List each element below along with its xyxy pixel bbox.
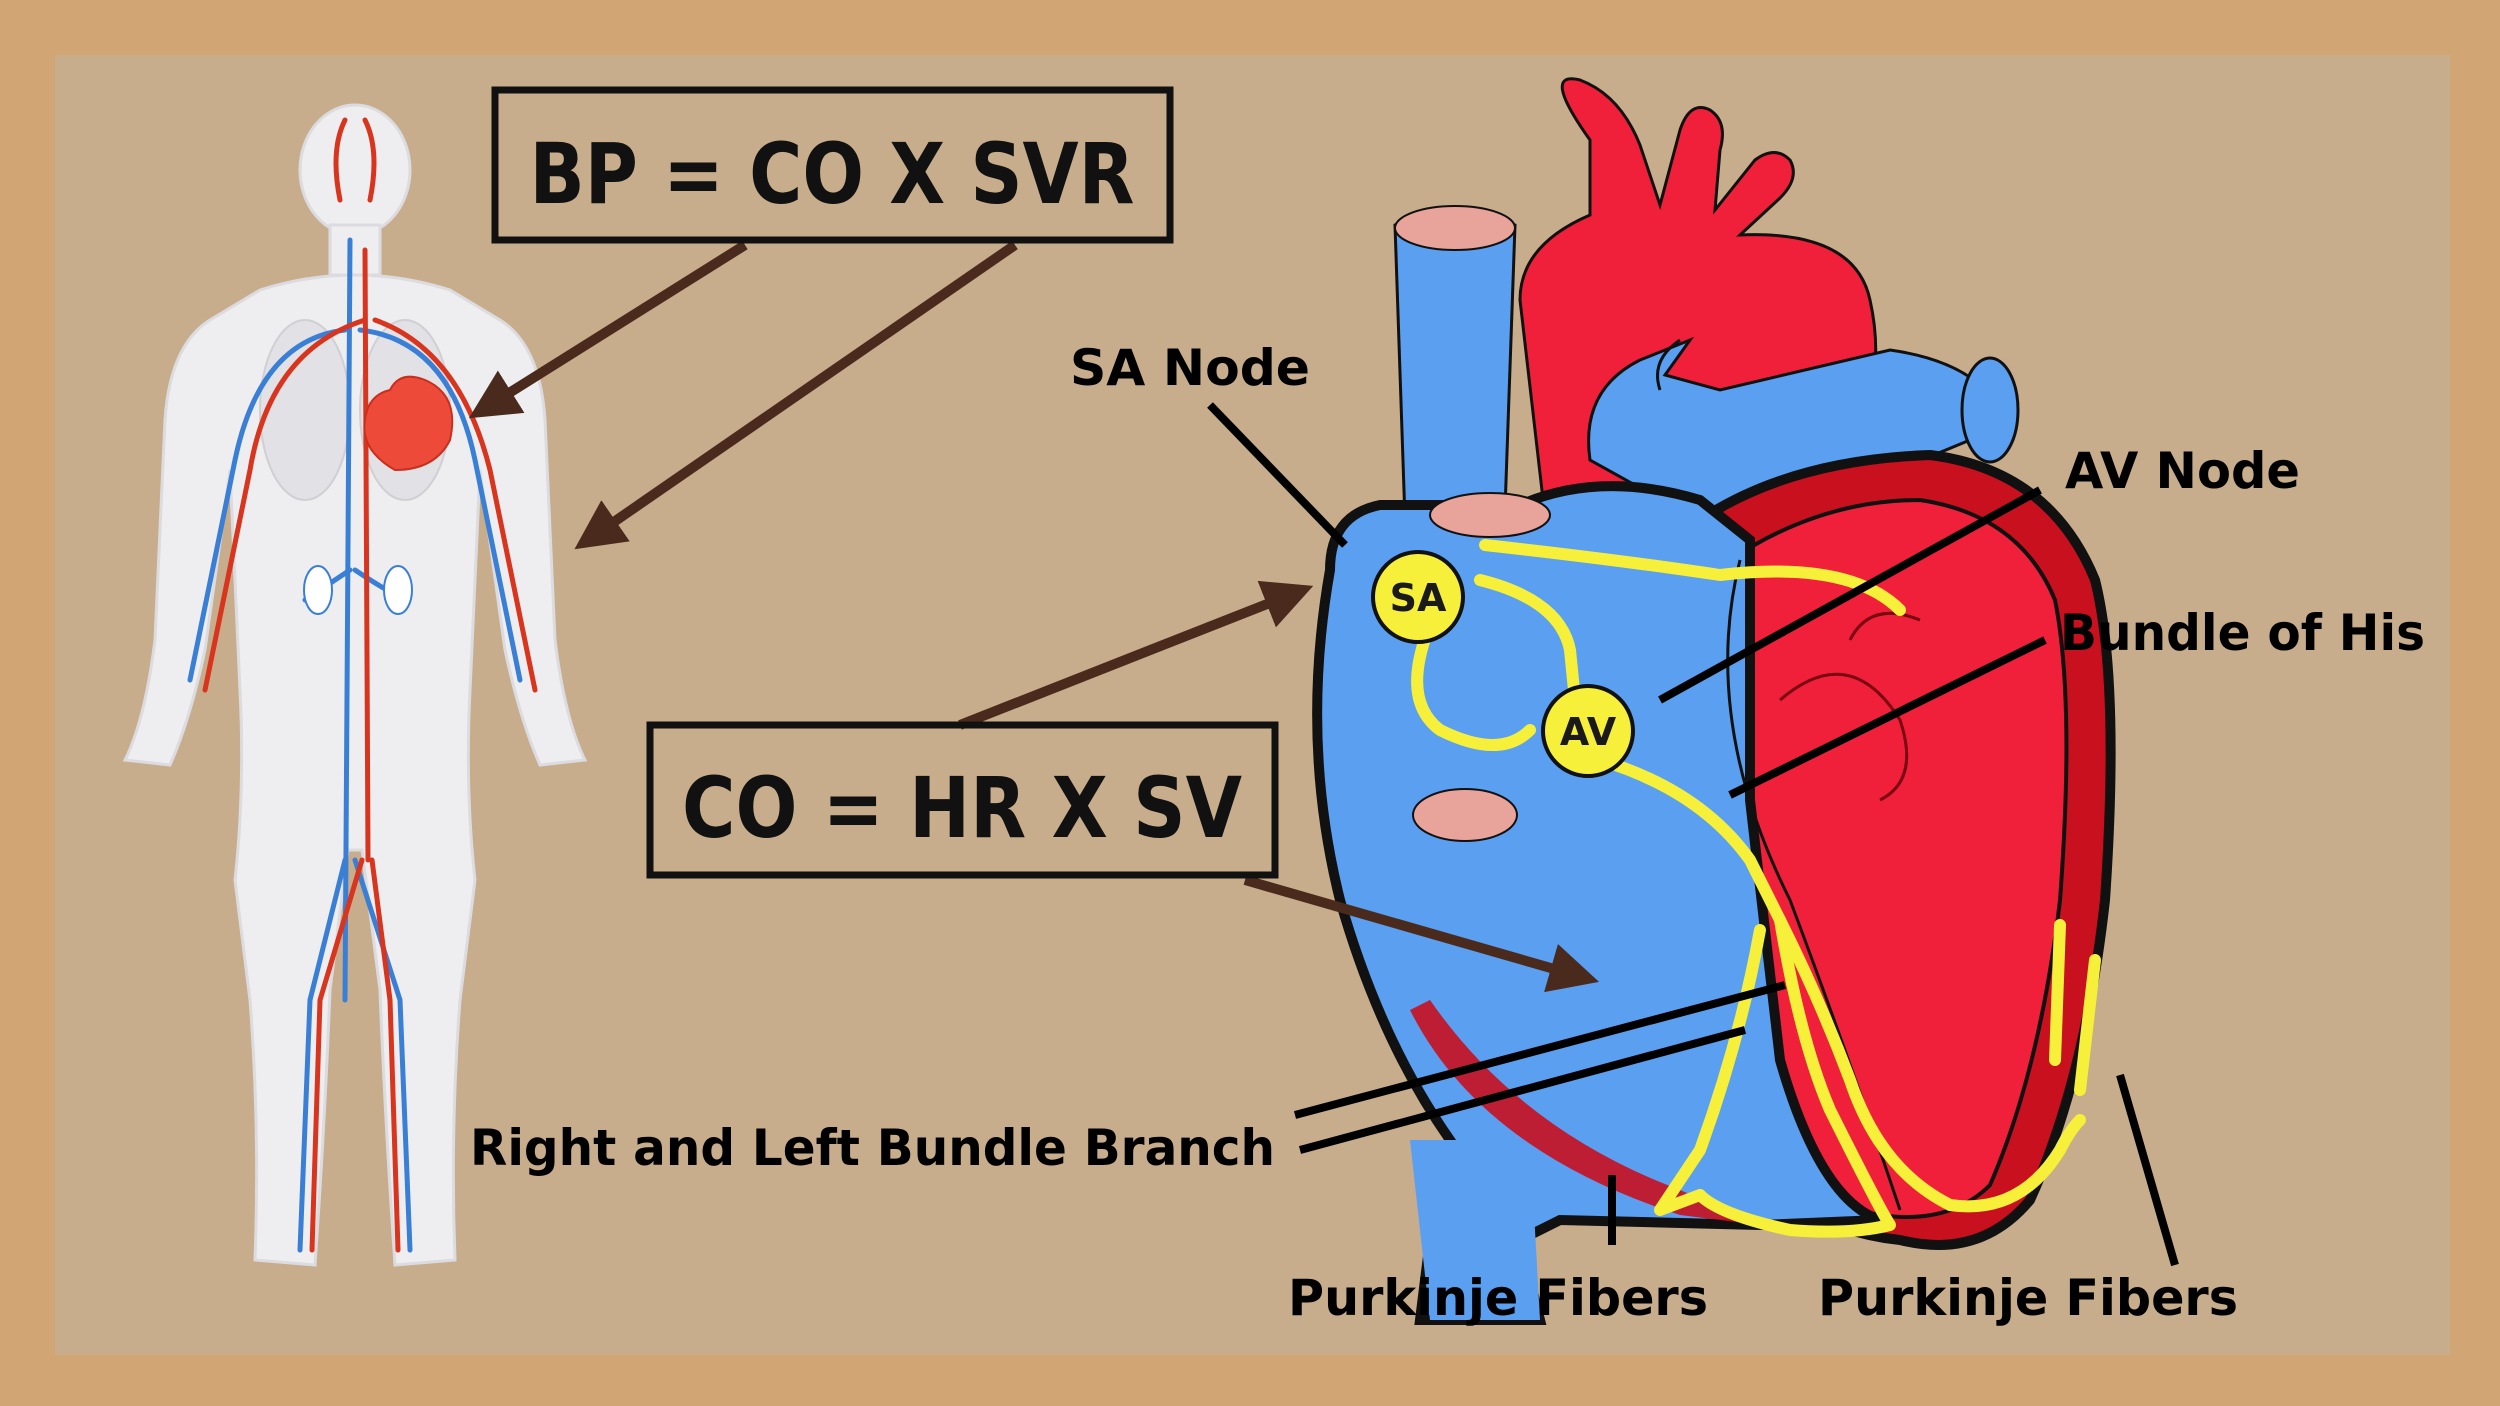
- sa-node: SA: [1371, 550, 1465, 644]
- purkinje-fibers-right-label: Purkinje Fibers: [1818, 1269, 2238, 1327]
- bp-equation-box: BP = CO X SVR: [491, 86, 1174, 244]
- av-node-pointer: [1658, 486, 2042, 704]
- co-equation: CO = HR X SV: [682, 759, 1242, 857]
- bundle-of-his-label: Bundle of His: [2060, 604, 2425, 662]
- label-pointer-lines: [1207, 402, 2179, 1267]
- bundle-branch-label: Right and Left Bundle Branch: [470, 1119, 1275, 1177]
- sa-node-label: SA Node: [1070, 339, 1310, 397]
- bp-to-vessels-arrow: [574, 240, 1018, 550]
- sa-node-text: SA: [1390, 576, 1447, 620]
- left-bundle-branch-path: [1774, 914, 2086, 1213]
- co-equation-box: CO = HR X SV: [646, 721, 1279, 879]
- co-to-sa-arrow: [958, 580, 1314, 730]
- bundle-of-his-path: [1594, 754, 1786, 926]
- equation-arrows: [468, 240, 1600, 993]
- bundle-branch-pointer-1: [1293, 981, 1787, 1119]
- sa-to-left-atrium-path: [1479, 539, 1906, 616]
- purkinje-line-1: [2049, 919, 2066, 1066]
- right-bundle-branch-path: [1694, 914, 1896, 1238]
- av-node-text: AV: [1560, 710, 1617, 754]
- bundle-of-his-pointer: [1728, 636, 2047, 799]
- sa-to-av-path: [1474, 574, 1581, 706]
- purkinje-line-2: [2074, 954, 2101, 1096]
- purkinje-right-pointer: [2116, 1073, 2179, 1267]
- bundle-branch-pointer-2: [1298, 1026, 1747, 1154]
- bp-to-heart-arrow: [468, 240, 748, 419]
- sa-loop-path: [1411, 619, 1536, 751]
- right-purkinje-loop-path: [1654, 924, 1766, 1216]
- conduction-pathways: [1411, 539, 2101, 1238]
- av-node: AV: [1541, 684, 1635, 778]
- av-node-label: AV Node: [2065, 442, 2300, 500]
- human-body-figure: [122, 103, 588, 1267]
- co-to-ventricle-arrow: [1243, 875, 1600, 993]
- body-heart-icon: [363, 375, 454, 472]
- bp-equation: BP = CO X SVR: [530, 125, 1135, 223]
- purkinje-fibers-left-label: Purkinje Fibers: [1288, 1269, 1708, 1327]
- sa-node-pointer: [1207, 402, 1348, 548]
